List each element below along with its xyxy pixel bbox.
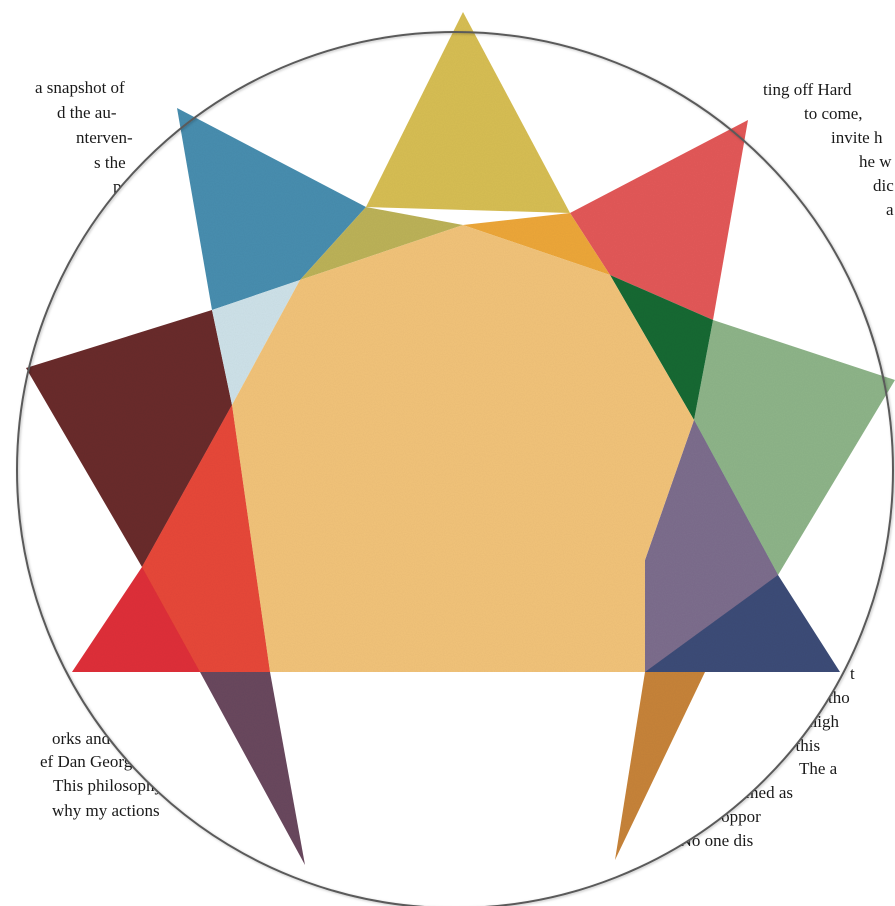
nine-point-star-figure	[0, 0, 895, 906]
